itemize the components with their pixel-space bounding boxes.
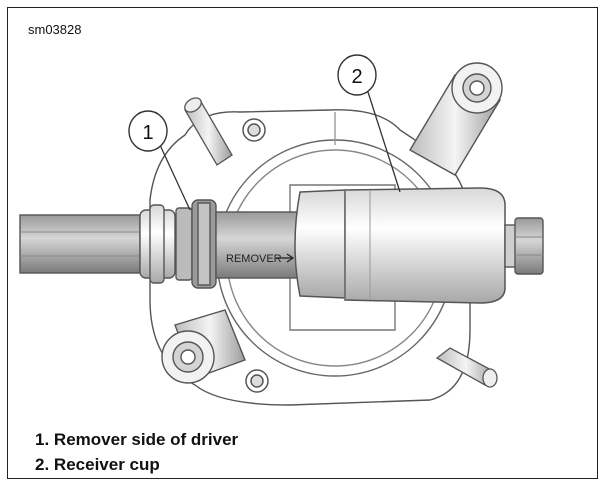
driver-hex-end (19, 214, 141, 274)
nut-post-bottom-left (161, 309, 246, 384)
legend-2-text: Receiver cup (53, 455, 160, 474)
receiver-cup (294, 187, 506, 304)
callout-2: 2 (337, 54, 401, 193)
end-nut (504, 217, 544, 275)
bolt-holes (242, 118, 269, 393)
legend-1-text: Remover side of driver (53, 430, 239, 449)
legend-item-1: 1. Remover side of driver (35, 430, 238, 450)
stud-bottom-right (435, 347, 498, 388)
legend-2-number: 2. (35, 455, 50, 474)
callout-1: 1 (128, 110, 191, 211)
remover-shaft (215, 211, 307, 279)
stud-top-left (184, 97, 233, 166)
legend-item-2: 2. Receiver cup (35, 455, 160, 475)
nut-post-top-right (409, 62, 503, 176)
remover-arrow-icon (276, 253, 295, 263)
driver-collar (139, 199, 217, 289)
remover-engraving: REMOVER (226, 253, 282, 265)
callout-1-number: 1 (142, 122, 153, 144)
callout-2-number: 2 (351, 66, 362, 88)
figure-id-label: sm03828 (28, 22, 82, 37)
legend-1-number: 1. (35, 430, 50, 449)
